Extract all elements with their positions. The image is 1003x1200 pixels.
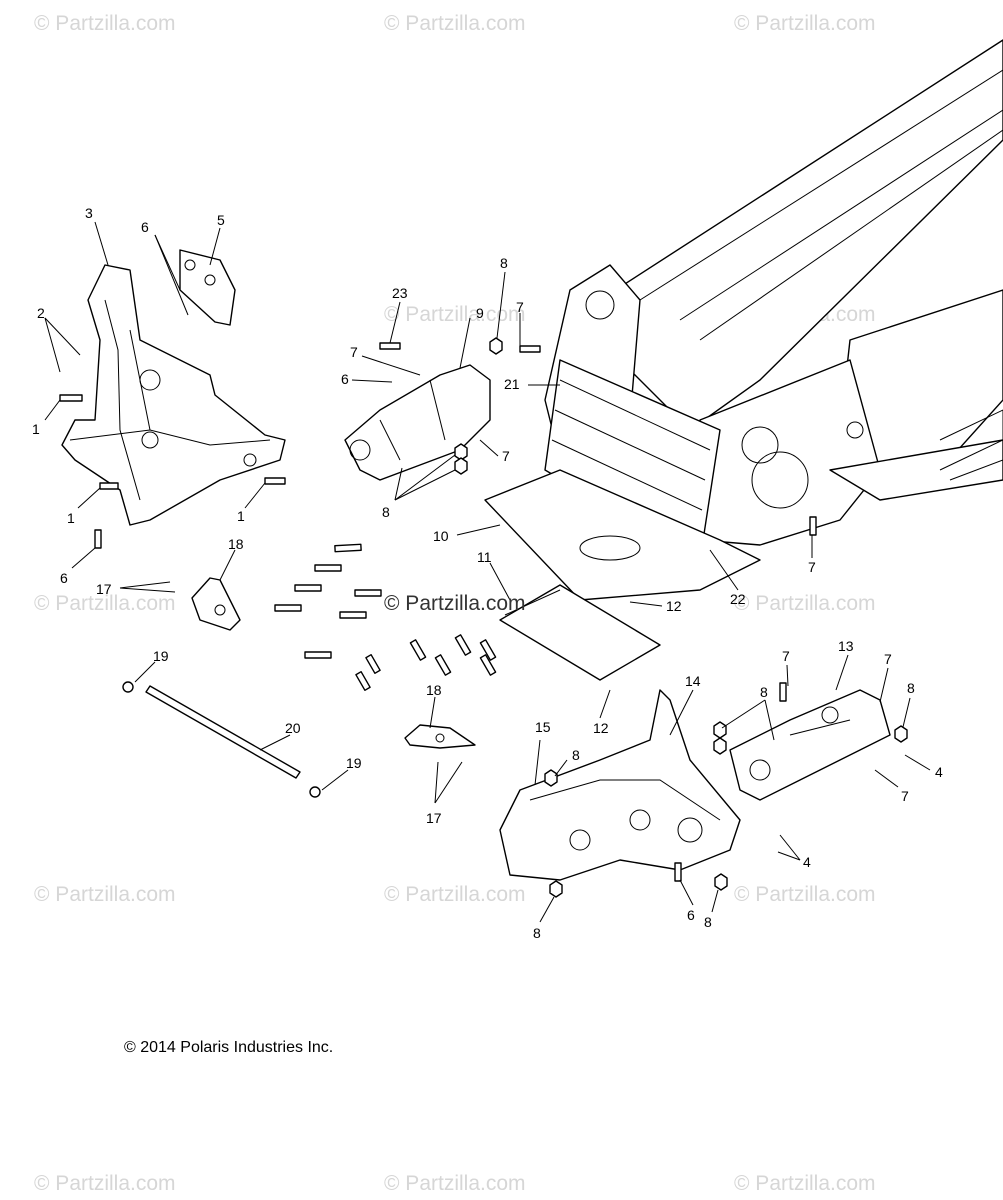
small-bracket-upper [191,577,241,631]
callout-23: 23 [392,285,408,301]
watermark: © Partzilla.com [734,1172,876,1195]
callout-8: 8 [382,504,390,520]
callout-7: 7 [901,788,909,804]
callout-14: 14 [685,673,701,689]
callout-7: 7 [884,651,892,667]
fasteners [59,337,908,898]
watermark: © Partzilla.com [734,12,876,35]
small-bracket-lower [404,724,476,749]
watermark: © Partzilla.com [734,592,876,615]
callout-6: 6 [141,219,149,235]
callout-2: 2 [37,305,45,321]
callout-4: 4 [935,764,943,780]
callout-6: 6 [60,570,68,586]
watermark: © Partzilla.com [34,592,176,615]
rear-bracket-right [729,689,891,801]
callout-17: 17 [426,810,442,826]
callout-20: 20 [285,720,301,736]
callout-5: 5 [217,212,225,228]
watermark: © Partzilla.com [734,883,876,906]
callout-8: 8 [500,255,508,271]
callout-1: 1 [237,508,245,524]
watermark: © Partzilla.com [384,883,526,906]
shaft [145,685,301,779]
chassis-tunnel [484,39,1003,601]
callout-9: 9 [476,305,484,321]
watermark: © Partzilla.com [34,12,176,35]
watermark: © Partzilla.com [384,1172,526,1195]
callout-19: 19 [346,755,362,771]
callout-10: 10 [433,528,449,544]
watermark: © Partzilla.com [384,12,526,35]
callout-8: 8 [572,747,580,763]
callout-12: 12 [666,598,682,614]
mount-block [179,249,236,326]
rear-bulkhead [499,689,741,881]
watermark: © Partzilla.com [384,303,526,326]
callout-7: 7 [516,299,524,315]
callout-labels: 3 5 6 2 1 1 1 6 8 23 9 7 7 6 21 7 8 10 1… [32,205,943,941]
callout-6: 6 [341,371,349,387]
callout-1: 1 [67,510,75,526]
callout-8: 8 [533,925,541,941]
callout-7: 7 [350,344,358,360]
callout-11: 11 [477,549,492,565]
callout-19: 19 [153,648,169,664]
watermark: © Partzilla.com [34,1172,176,1195]
center-bracket [344,364,491,481]
copyright-notice: © 2014 Polaris Industries Inc. [124,1039,334,1056]
callout-18: 18 [228,536,244,552]
callout-13: 13 [838,638,854,654]
callout-1: 1 [32,421,40,437]
leader-lines [44,221,931,923]
callout-12: 12 [593,720,609,736]
callout-7: 7 [808,559,816,575]
callout-7: 7 [502,448,510,464]
callout-7: 7 [782,648,790,664]
callout-21: 21 [504,376,520,392]
watermark: © Partzilla.com [34,883,176,906]
callout-8: 8 [704,914,712,930]
callout-22: 22 [730,591,746,607]
callout-4: 4 [803,854,811,870]
center-watermark: © Partzilla.com [384,592,526,615]
callout-8: 8 [907,680,915,696]
callout-15: 15 [535,719,551,735]
callout-8: 8 [760,684,768,700]
skid-plate [499,584,661,681]
callout-17: 17 [96,581,112,597]
callout-3: 3 [85,205,93,221]
callout-18: 18 [426,682,442,698]
front-bulkhead-left [61,264,286,526]
callout-6: 6 [687,907,695,923]
